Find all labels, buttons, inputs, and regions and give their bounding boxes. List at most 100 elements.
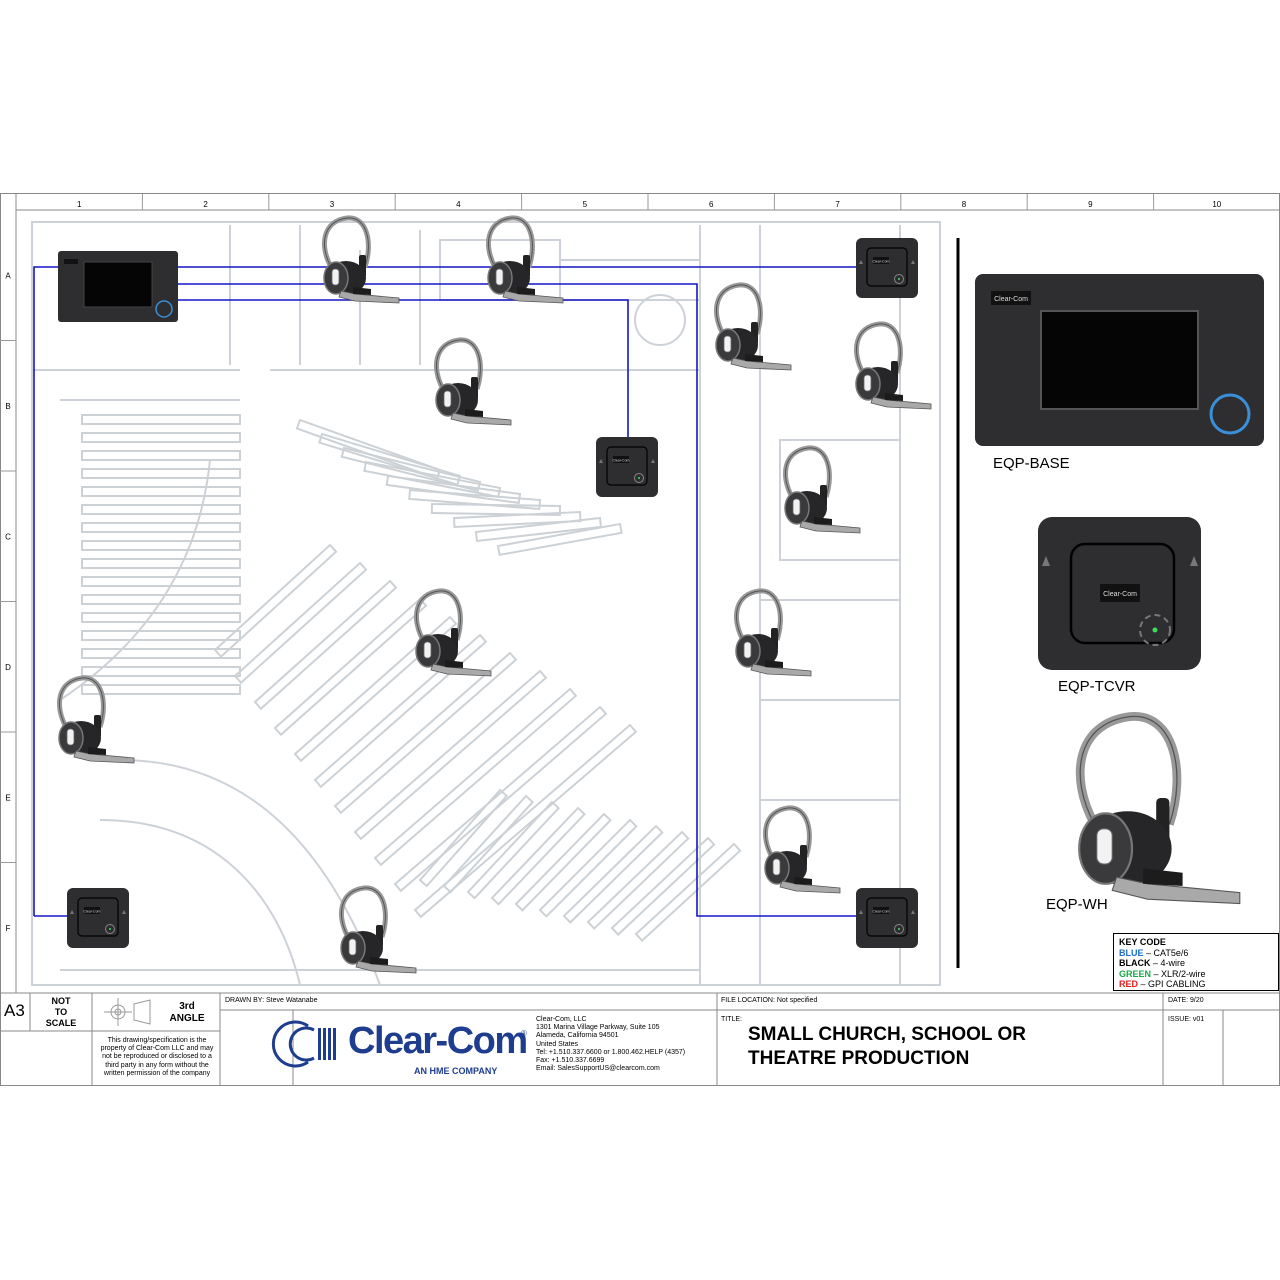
pew	[610, 836, 716, 936]
file-location: FILE LOCATION: Not specified	[721, 997, 818, 1004]
disclaimer-5: written permission of the company	[103, 1069, 211, 1077]
pew	[81, 630, 241, 641]
pew	[474, 516, 603, 543]
title-line-2: THEATRE PRODUCTION	[748, 1048, 970, 1069]
pew	[273, 597, 428, 737]
column-label-10: 10	[1212, 200, 1221, 209]
pew	[452, 510, 582, 529]
row-label-D: D	[5, 663, 11, 672]
not-to-scale-1: NOT	[51, 996, 71, 1006]
pew	[538, 818, 638, 918]
pew	[253, 579, 398, 711]
pew	[363, 460, 502, 499]
column-label-3: 3	[330, 200, 335, 209]
pew	[393, 705, 608, 893]
column-label-9: 9	[1088, 200, 1093, 209]
key-code-title: KEY CODE	[1119, 937, 1166, 947]
title-line-1: SMALL CHURCH, SCHOOL OR	[748, 1024, 1026, 1045]
column-label-2: 2	[203, 200, 208, 209]
disclaimer-2: property of Clear-Com LLC and may	[100, 1045, 214, 1053]
address-6: Fax: +1.510.337.6699	[536, 1057, 605, 1065]
title-block-grid	[0, 993, 1280, 1085]
pew	[81, 522, 241, 533]
pew	[466, 800, 560, 900]
pew	[81, 558, 241, 569]
headset-6	[785, 448, 860, 533]
pew	[293, 615, 458, 763]
drawn-by: DRAWN BY: Steve Watanabe	[225, 997, 318, 1004]
sheet-size: A3	[4, 1001, 25, 1020]
title-label: TITLE:	[721, 1016, 743, 1023]
headset-3	[436, 340, 511, 425]
projection-angle: 3rd ANGLE	[156, 1001, 218, 1025]
headset-4	[716, 285, 791, 370]
pew	[81, 414, 241, 425]
address-7: Email: SalesSupportUS@clearcom.com	[536, 1065, 660, 1073]
pew	[213, 543, 338, 659]
third-angle-symbol	[104, 998, 151, 1026]
key-item-blue: BLUE – CAT5e/6	[1119, 948, 1278, 959]
key-item-red-name: RED	[1119, 979, 1139, 989]
pew	[490, 806, 586, 906]
pew	[81, 540, 241, 551]
headset-8	[736, 591, 811, 676]
address-4: United States	[536, 1040, 579, 1048]
disclaimer-3: not be reproduced or disclosed to a	[102, 1053, 212, 1061]
headset-5	[856, 324, 931, 409]
row-label-C: C	[5, 532, 11, 541]
pew	[81, 684, 241, 695]
pew	[81, 594, 241, 605]
headset-2	[488, 218, 563, 303]
pew	[430, 502, 562, 517]
key-item-black-name: BLACK	[1119, 958, 1151, 968]
eqp-tcvr-label: EQP-TCVR	[1058, 678, 1136, 695]
pew	[413, 723, 638, 919]
column-label-4: 4	[456, 200, 461, 209]
drawing-date: DATE: 9/20	[1168, 997, 1204, 1004]
key-item-green: GREEN – XLR/2-wire	[1119, 969, 1278, 980]
blue-cabling	[33, 266, 856, 917]
headset-1	[324, 218, 399, 303]
row-label-F: F	[6, 924, 11, 933]
pew	[81, 486, 241, 497]
headset-7	[416, 591, 491, 676]
pew	[81, 612, 241, 623]
key-item-black-desc: – 4-wire	[1150, 958, 1186, 968]
eqp-wh-label: EQP-WH	[1046, 896, 1108, 913]
pew	[81, 432, 241, 443]
pew	[586, 830, 690, 930]
pew	[340, 446, 482, 492]
column-label-8: 8	[962, 200, 967, 209]
transceiver-1	[855, 237, 919, 299]
tcvr-logo-text: Clear-Com	[1103, 591, 1137, 598]
row-label-E: E	[5, 793, 10, 802]
key-item-black: BLACK – 4-wire	[1119, 958, 1278, 969]
pew	[514, 812, 612, 912]
base-logo-text: Clear-Com	[994, 296, 1028, 303]
pew	[442, 794, 535, 894]
address-3: Alameda, California 94501	[536, 1032, 619, 1040]
address-5: Tel: +1.510.337.6600 or 1.800.462.HELP (…	[536, 1048, 686, 1056]
column-label-7: 7	[835, 200, 840, 209]
eqp-base-label: EQP-BASE	[993, 455, 1070, 472]
pew	[313, 633, 488, 789]
pew	[81, 648, 241, 659]
row-label-B: B	[5, 402, 10, 411]
base-station-drawing	[58, 251, 178, 322]
pew	[562, 824, 664, 924]
headset-9	[59, 678, 134, 763]
clear-com-logo-icon	[271, 1020, 336, 1068]
transceiver-2	[595, 436, 659, 498]
angle-line-2: ANGLE	[169, 1013, 205, 1024]
column-label-1: 1	[77, 200, 82, 209]
pew	[295, 418, 442, 480]
column-label-6: 6	[709, 200, 714, 209]
company-address: Clear-Com, LLC 1301 Marina Village Parkw…	[536, 1016, 685, 1073]
pew	[333, 651, 518, 815]
address-1: Clear-Com, LLC	[536, 1016, 587, 1023]
pew	[233, 561, 368, 685]
not-to-scale-2: TO	[54, 1007, 68, 1017]
headset-10	[765, 808, 840, 893]
angle-line-1: 3rd	[179, 1001, 195, 1012]
